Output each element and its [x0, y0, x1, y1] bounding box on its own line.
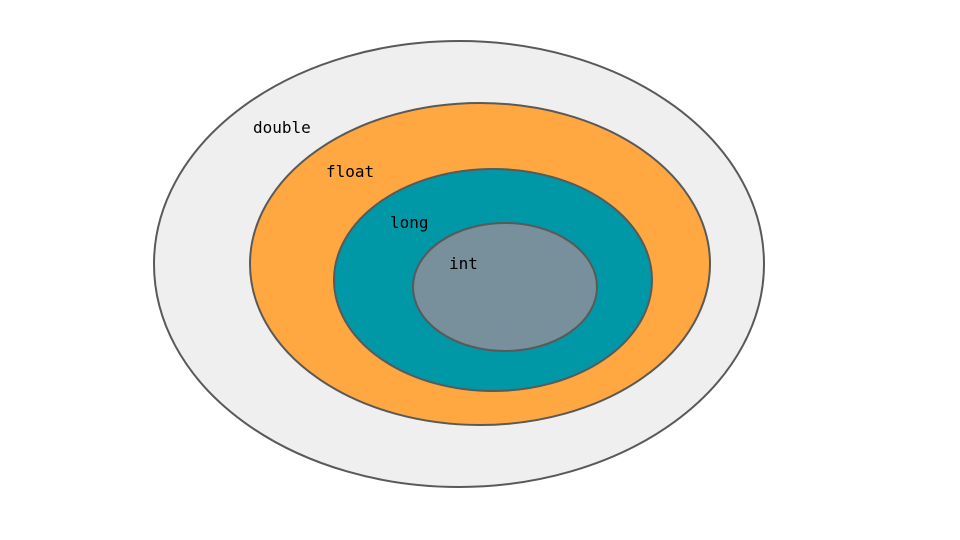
set-float-label: float — [326, 162, 374, 181]
set-int-ellipse — [412, 222, 598, 352]
set-long-label: long — [390, 213, 429, 232]
set-double-label: double — [253, 118, 311, 137]
set-int-label: int — [449, 254, 478, 273]
